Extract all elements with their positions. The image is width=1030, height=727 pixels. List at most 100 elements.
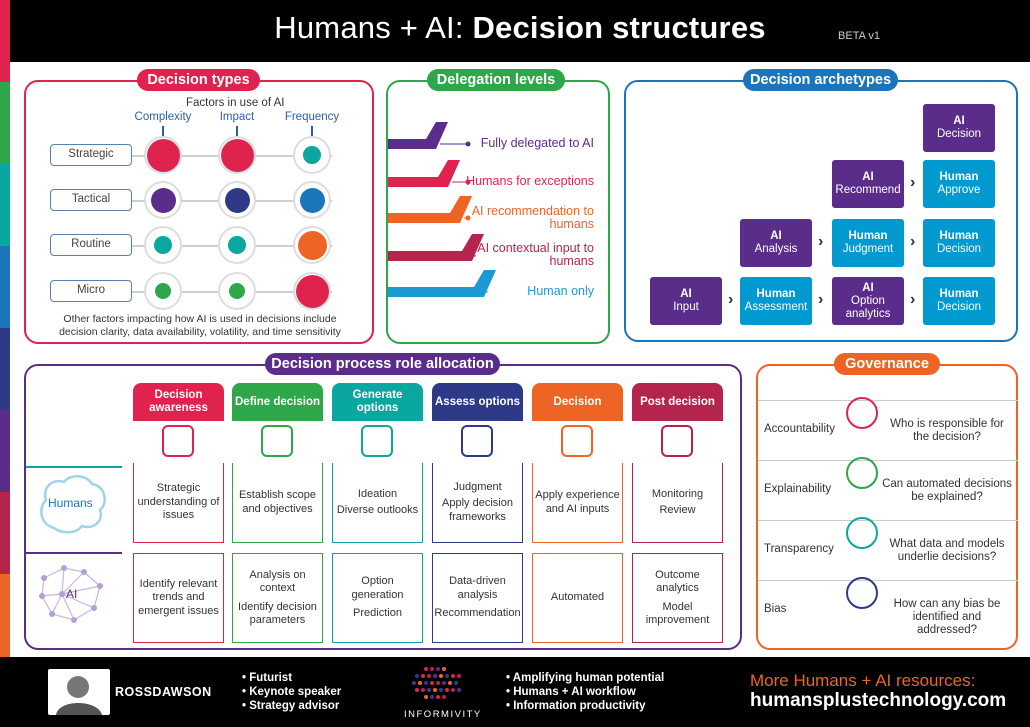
dot-ring xyxy=(218,181,256,219)
governance-label: Bias xyxy=(764,603,787,615)
delegation-level-label: Human only xyxy=(527,284,594,298)
governance-icon xyxy=(846,457,878,489)
delegation-level-label: Fully delegated to AI xyxy=(480,136,594,150)
column-arrow-icon xyxy=(311,126,313,136)
delegation-level-label: AI contextual input to humans xyxy=(477,241,594,268)
decision-type-label: Tactical xyxy=(50,189,132,211)
humans-label: Humans xyxy=(48,496,93,510)
ai-divider-top xyxy=(26,552,122,554)
factor-dot xyxy=(146,138,180,172)
column-arrow-icon xyxy=(236,126,238,136)
decision-type-label: Routine xyxy=(50,234,132,256)
decision-types-note: Other factors impacting how AI is used i… xyxy=(59,313,341,338)
factor-column-label: Complexity xyxy=(134,111,192,123)
delegation-step xyxy=(388,160,460,187)
delegation-title: Delegation levels xyxy=(427,69,565,91)
roles-list: • Futurist• Keynote speaker• Strategy ad… xyxy=(242,672,342,712)
row-connector xyxy=(60,245,332,247)
delegation-step xyxy=(388,234,484,261)
brand-name: ROSSDAWSON xyxy=(115,685,212,699)
company-name: INFORMIVITY xyxy=(404,709,482,720)
delegation-dot xyxy=(465,215,471,221)
portrait-photo xyxy=(48,669,110,715)
chevron-right-icon: › xyxy=(818,291,824,308)
resources-link[interactable]: humansplustechnology.com xyxy=(750,690,1007,711)
governance-icon xyxy=(846,577,878,609)
governance-row: Explainability Can automated decisions be… xyxy=(758,457,1018,518)
human-role-cell: Apply experience and AI inputs xyxy=(532,463,623,543)
row-connector xyxy=(60,291,332,293)
process-stage-icon xyxy=(461,425,493,457)
chevron-right-icon: › xyxy=(910,233,916,250)
process-column-header: Assess options xyxy=(432,383,523,421)
chevron-right-icon: › xyxy=(818,233,824,250)
process-stage-icon xyxy=(162,425,194,457)
process-column-header: Decision xyxy=(532,383,623,421)
informivity-logo-icon xyxy=(412,667,461,699)
governance-label: Accountability xyxy=(764,423,835,435)
factor-column-label: Frequency xyxy=(284,111,340,123)
delegation-level-label: AI recommendation to humans xyxy=(471,204,594,231)
governance-question: Can automated decisions be explained? xyxy=(882,478,1012,503)
factor-dot xyxy=(297,230,327,260)
delegation-dot xyxy=(465,253,471,259)
governance-title: Governance xyxy=(834,353,940,375)
factor-dot xyxy=(220,138,254,172)
chevron-right-icon: › xyxy=(910,291,916,308)
human-role-cell: Strategic understanding of issues xyxy=(133,463,224,543)
company-bullets: • Amplifying human potential• Humans + A… xyxy=(506,672,665,712)
governance-label: Explainability xyxy=(764,483,832,495)
delegation-step xyxy=(388,196,472,223)
delegation-dot xyxy=(465,289,471,295)
factor-dot xyxy=(224,187,250,213)
process-column-header: Decision awareness xyxy=(133,383,224,421)
decision-type-label: Strategic xyxy=(50,144,132,166)
dot-ring xyxy=(144,272,182,310)
delegation-level-label: Humans for exceptions xyxy=(466,174,594,188)
delegation-dot xyxy=(465,141,471,147)
factor-dot xyxy=(228,236,246,254)
governance-question: Who is responsible for the decision? xyxy=(890,418,1004,443)
factor-dot xyxy=(229,283,245,299)
delegation-step xyxy=(388,122,448,149)
ai-role-cell: Identify relevant trends and emergent is… xyxy=(133,553,224,643)
factor-dot xyxy=(150,187,176,213)
delegation-dot xyxy=(465,179,471,185)
neural-network-icon xyxy=(39,565,103,623)
page-title: Humans + AI: Decision structures xyxy=(274,10,766,45)
human-role-cell: Establish scope and objectives xyxy=(232,463,323,543)
decision-types-title: Decision types xyxy=(137,69,260,91)
process-stage-icon xyxy=(561,425,593,457)
brain-icon xyxy=(40,475,106,534)
governance-row: Accountability Who is responsible for the… xyxy=(758,397,1018,458)
row-connector xyxy=(60,200,332,202)
archetypes-title: Decision archetypes xyxy=(743,69,898,91)
header: Humans + AI: Decision structures BETA v1 xyxy=(10,0,1030,62)
process-column-header: Post decision xyxy=(632,383,723,421)
process-stage-icon xyxy=(361,425,393,457)
delegation-staircase xyxy=(388,122,496,297)
beta-tag: BETA v1 xyxy=(838,30,880,42)
ai-role-cell: Automated xyxy=(532,553,623,643)
more-resources: More Humans + AI resources: xyxy=(750,671,976,690)
decision-type-label: Micro xyxy=(50,280,132,302)
